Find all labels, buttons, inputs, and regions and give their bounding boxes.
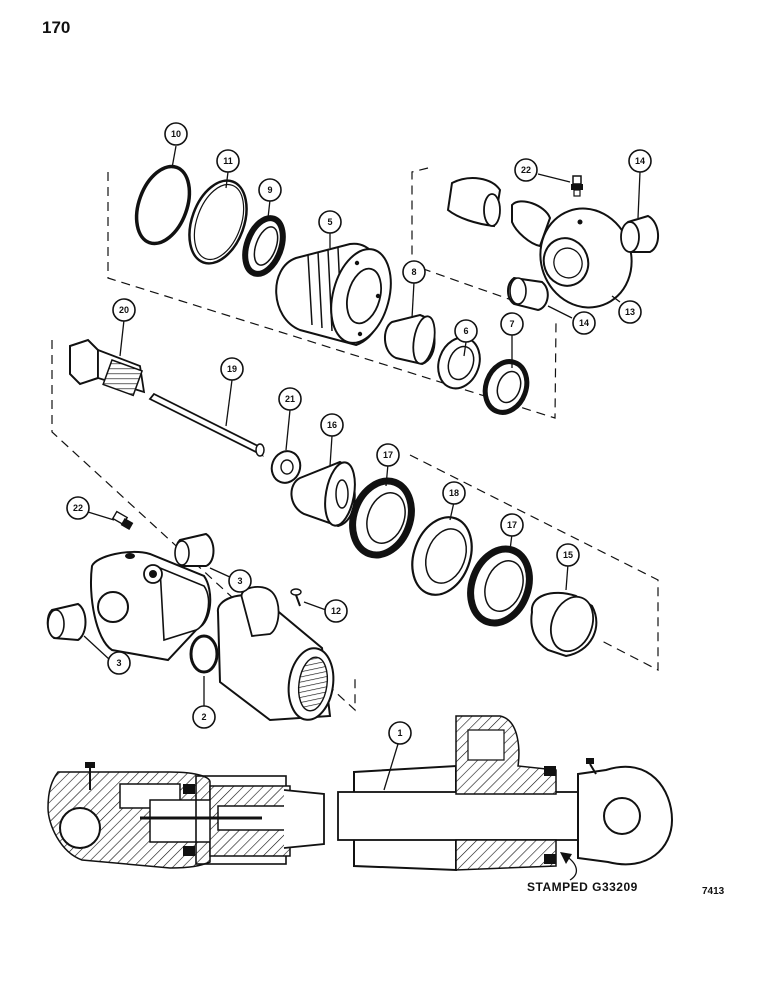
callout-3-lower: 3 [107,651,131,675]
end-plug-part-15 [530,591,598,658]
svg-text:15: 15 [563,550,573,560]
wear-ring-part-18 [411,516,473,596]
svg-text:3: 3 [116,658,121,668]
callout-22-lower: 22 [66,496,90,520]
callout-20: 20 [112,298,136,322]
callout-21: 21 [278,387,302,411]
screw-part-12 [290,588,302,607]
svg-text:14: 14 [635,156,645,166]
svg-text:22: 22 [73,503,83,513]
svg-text:5: 5 [327,217,332,227]
wiper-seal-bore-9 [253,226,279,266]
group-outline-piston [107,172,557,419]
svg-text:7: 7 [509,319,514,329]
callout-13: 13 [618,300,642,324]
svg-text:13: 13 [625,307,635,317]
stamp-arrow-head [560,852,572,864]
svg-text:17: 17 [383,450,393,460]
assembled-cylinder-section-right [337,715,674,872]
page-number: 170 [42,18,71,37]
leader-lines [83,145,641,791]
eye-bushing-part-14-right [620,214,659,253]
svg-text:3: 3 [237,576,242,586]
svg-text:22: 22 [521,165,531,175]
svg-text:11: 11 [223,156,233,166]
svg-text:18: 18 [449,488,459,498]
callout-2: 2 [192,705,216,729]
callout-19: 19 [220,357,244,381]
svg-text:17: 17 [507,520,517,530]
callout-17-upper: 17 [376,443,400,467]
callout-3-upper: 3 [228,569,252,593]
callout-15: 15 [556,543,580,567]
washer-part-6 [437,336,481,390]
callout-14-upper: 14 [628,149,652,173]
svg-text:19: 19 [227,364,237,374]
reference-code: 7413 [702,886,725,897]
svg-text:8: 8 [411,267,416,277]
callout-10: 10 [164,122,188,146]
tube-bushing-part-3-upper [174,532,215,567]
piston-ring-part-17-upper [349,477,415,559]
svg-text:2: 2 [201,712,206,722]
svg-text:12: 12 [331,606,341,616]
tube-bushing-part-3-lower [46,602,87,642]
bolt-part-20 [69,338,146,397]
piston-part-16 [290,460,356,528]
washer-part-21 [270,450,302,484]
grease-fitting-part-22-upper [571,175,583,197]
svg-text:16: 16 [327,420,337,430]
eye-bushing-part-14-left [507,276,549,312]
group-outline-rod-eye [411,167,541,311]
callout-22-upper: 22 [514,158,538,182]
svg-text:9: 9 [267,185,272,195]
group-outline-seals [409,454,659,671]
svg-text:10: 10 [171,129,181,139]
backup-ring-part-11 [188,179,248,265]
callout-17-lower: 17 [500,513,524,537]
svg-text:1: 1 [397,728,402,738]
svg-text:21: 21 [285,394,295,404]
callout-12: 12 [324,599,348,623]
cylinder-tube-part-2 [90,550,335,722]
callout-8: 8 [402,260,426,284]
bushing-part-8 [384,313,436,366]
callout-16: 16 [320,413,344,437]
callout-11: 11 [216,149,240,173]
callout-7: 7 [500,312,524,336]
rod-pin-part-19 [148,392,265,457]
backup-ring-inner-11 [193,183,245,261]
callout-6: 6 [454,319,478,343]
o-ring-part-10 [134,164,192,246]
stamp-label: STAMPED G33209 [527,880,638,894]
callout-1: 1 [388,721,412,745]
callout-5: 5 [318,210,342,234]
callout-18: 18 [442,481,466,505]
gland-part-5 [275,242,392,347]
grease-fitting-part-22-lower [111,510,134,530]
rod-eye-part-13 [446,177,633,309]
rod-seal-part-7 [482,359,530,415]
group-outline-rod-assembly [51,340,356,712]
callout-9: 9 [258,178,282,202]
assembled-cylinder-section-left [47,762,325,869]
svg-text:14: 14 [579,318,589,328]
piston-ring-part-17-lower [467,545,533,627]
callout-14-lower: 14 [572,311,596,335]
svg-text:6: 6 [463,326,468,336]
svg-text:20: 20 [119,305,129,315]
